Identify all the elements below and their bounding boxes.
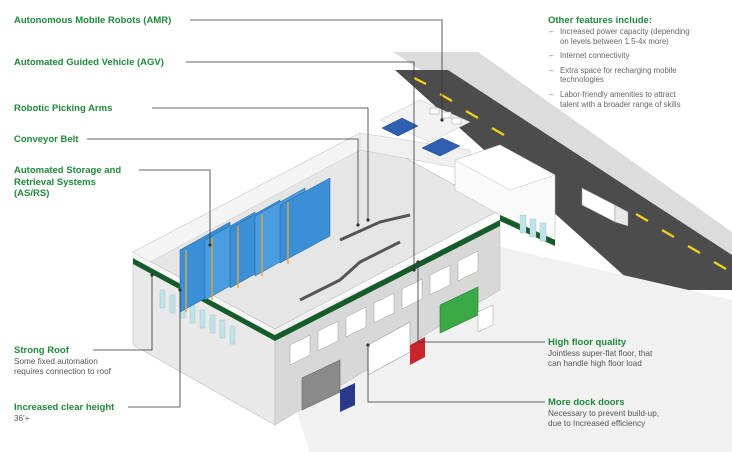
callout-roof-title: Strong Roof [14, 345, 69, 356]
feature-item: Increased power capacity (depending on l… [548, 27, 728, 46]
callout-height-desc: 36'+ [14, 413, 30, 423]
callout-docks-title: More dock doors [548, 397, 625, 408]
callout-floor: High floor quality Jointless super-flat … [548, 337, 652, 369]
callout-roof-desc-line1: Some fixed automation [14, 356, 98, 366]
feature-item-line2: technologies [560, 75, 604, 85]
asrs-racks [179, 177, 331, 313]
leader-lines [87, 19, 545, 408]
truck-grey [301, 359, 355, 412]
callout-asrs: Automated Storage and Retrieval Systems … [14, 165, 121, 200]
callout-docks-desc-line2: due to Increased efficiency [548, 418, 646, 428]
callout-asrs-title-line2: Retrieval Systems [14, 176, 96, 188]
callout-floor-desc-line1: Jointless super-flat floor, that [548, 348, 653, 358]
truck-green [439, 286, 494, 334]
callout-docks: More dock doors Necessary to prevent bui… [548, 397, 659, 429]
truck-road [581, 187, 629, 227]
callout-arms-title: Robotic Picking Arms [14, 103, 113, 114]
callout-height-title: Increased clear height [14, 402, 115, 413]
feature-item-line1: Labor-friendly amenities to attract [560, 89, 676, 99]
callout-height: Increased clear height 36'+ [14, 402, 114, 424]
feature-item: Labor-friendly amenities to attract tale… [548, 90, 728, 109]
feature-item-line2: talent with a broader range of skills [560, 99, 681, 109]
callout-floor-title: High floor quality [548, 337, 627, 348]
feature-item: Extra space for recharging mobile techno… [548, 66, 728, 85]
feature-item-line2: on levels between 1.5-4x more) [560, 36, 669, 46]
callout-conveyor-title: Conveyor Belt [14, 134, 79, 145]
feature-item: Internet connectivity [548, 51, 728, 61]
other-features-title: Other features include: [548, 15, 652, 26]
callout-roof-desc-line2: requires connection to roof [14, 366, 111, 376]
feature-item-line1: Increased power capacity (depending [560, 27, 690, 36]
callout-asrs-title-line1: Automated Storage and [14, 165, 122, 176]
callout-asrs-title-line3: (AS/RS) [14, 188, 50, 199]
callout-agv-title: Automated Guided Vehicle (AGV) [14, 57, 164, 68]
callout-roof: Strong Roof Some fixed automation requir… [14, 345, 111, 377]
truck-red [367, 321, 425, 376]
road [393, 52, 732, 290]
feature-item-line1: Internet connectivity [560, 51, 630, 61]
conveyor-belt [299, 213, 411, 302]
callout-amr-title: Autonomous Mobile Robots (AMR) [14, 15, 172, 26]
other-features-list: Increased power capacity (depending on l… [548, 27, 728, 114]
feature-item-line1: Extra space for recharging mobile [560, 65, 677, 75]
warehouse-building [132, 99, 556, 426]
callout-docks-desc-line1: Necessary to prevent build-up, [548, 408, 660, 418]
callout-floor-desc-line2: can handle high floor load [548, 358, 642, 368]
